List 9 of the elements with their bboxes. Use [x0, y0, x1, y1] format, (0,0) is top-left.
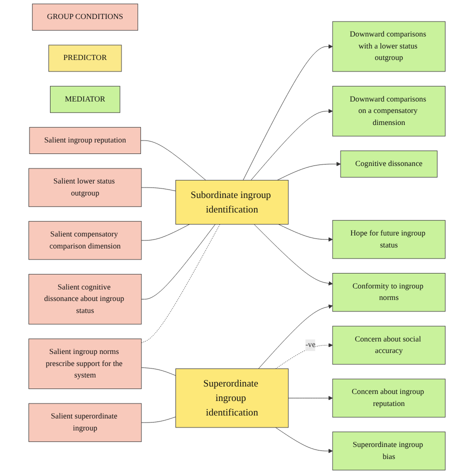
connector: [141, 224, 216, 300]
connector: [141, 187, 176, 192]
connector: [141, 416, 176, 423]
node-box: Subordinate ingroup identification: [175, 180, 289, 225]
node-box: Superordinate ingroup identification: [175, 368, 289, 428]
connector: [141, 224, 190, 241]
connector: [141, 224, 220, 344]
connector: [141, 367, 176, 376]
connector: [140, 140, 206, 180]
